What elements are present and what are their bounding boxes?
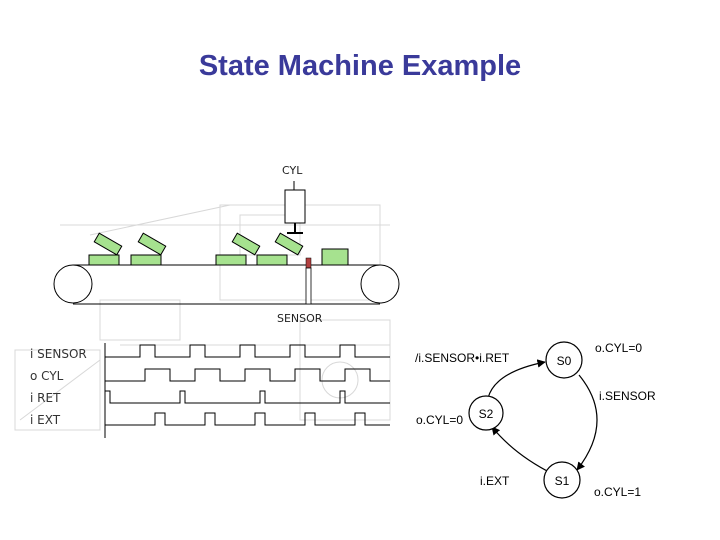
timing-label-ext: i EXT xyxy=(30,413,61,427)
timing-label-cyl: o CYL xyxy=(30,369,64,383)
background-sketch xyxy=(14,204,391,431)
state-s1-label: S1 xyxy=(555,474,570,488)
timing-label-sensor: i SENSOR xyxy=(30,347,87,361)
state-s0-label: S0 xyxy=(557,354,572,368)
condition-s0-s1: i.SENSOR xyxy=(599,389,656,403)
timing-label-ret: i RET xyxy=(30,391,61,405)
timing-wave-sensor xyxy=(105,344,390,358)
timing-wave-ext xyxy=(105,412,390,426)
output-s2: o.CYL=0 xyxy=(416,413,463,427)
timing-wave-cyl xyxy=(105,368,390,382)
condition-s2-s0: /i.SENSOR•i.RET xyxy=(415,351,510,365)
cylinder: CYL xyxy=(282,164,306,234)
state-machine: S0 S1 S2 /i.SENSOR•i.RET i.SENSOR i.EXT … xyxy=(415,341,656,499)
state-s0: S0 xyxy=(545,341,583,379)
output-s1: o.CYL=1 xyxy=(594,485,641,499)
state-s1: S1 xyxy=(543,461,581,499)
condition-s1-s2: i.EXT xyxy=(480,474,510,488)
conveyor-belt xyxy=(53,264,400,305)
cylinder-label: CYL xyxy=(282,164,303,177)
transition-s2-s0 xyxy=(487,359,546,399)
sensor-label: SENSOR xyxy=(277,312,323,325)
conveyor-boxes xyxy=(88,232,349,266)
transition-s0-s1 xyxy=(576,374,598,471)
timing-diagram: i SENSOR o CYL i RET i EXT xyxy=(30,343,390,438)
timing-wave-ret xyxy=(105,390,390,404)
state-s2: S2 xyxy=(468,395,504,431)
slide-title: State Machine Example xyxy=(198,50,522,82)
output-s0: o.CYL=0 xyxy=(595,341,642,355)
sensor: SENSOR xyxy=(277,257,323,325)
transition-s1-s2 xyxy=(491,426,554,475)
state-s2-label: S2 xyxy=(479,407,494,421)
